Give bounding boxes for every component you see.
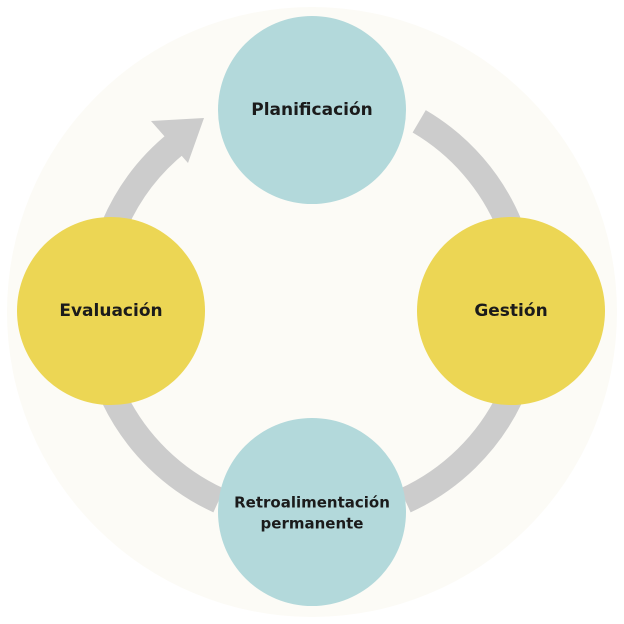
node-retroalimentacion-label-line2: permanente bbox=[261, 515, 364, 533]
arrowhead bbox=[151, 118, 204, 163]
node-evaluacion-circle bbox=[17, 217, 205, 405]
node-retroalimentacion-label-line1: Retroalimentación bbox=[234, 494, 390, 512]
connector-gestion-retroalimentacion bbox=[399, 392, 522, 513]
node-evaluacion: Evaluación bbox=[17, 217, 205, 405]
node-gestion-circle bbox=[417, 217, 605, 405]
node-retroalimentacion: Retroalimentación permanente bbox=[218, 418, 406, 606]
node-planificacion: Planificación bbox=[218, 16, 406, 204]
connector-planificacion-gestion bbox=[412, 110, 522, 232]
node-gestion-label: Gestión bbox=[474, 301, 547, 321]
node-planificacion-label: Planificación bbox=[251, 100, 373, 120]
connector-evaluacion-planificacion bbox=[102, 131, 187, 232]
node-gestion: Gestión bbox=[417, 217, 605, 405]
node-retroalimentacion-circle bbox=[218, 418, 406, 606]
connector-retroalimentacion-evaluacion bbox=[102, 392, 225, 513]
node-evaluacion-label: Evaluación bbox=[59, 301, 162, 321]
node-planificacion-circle bbox=[218, 16, 406, 204]
